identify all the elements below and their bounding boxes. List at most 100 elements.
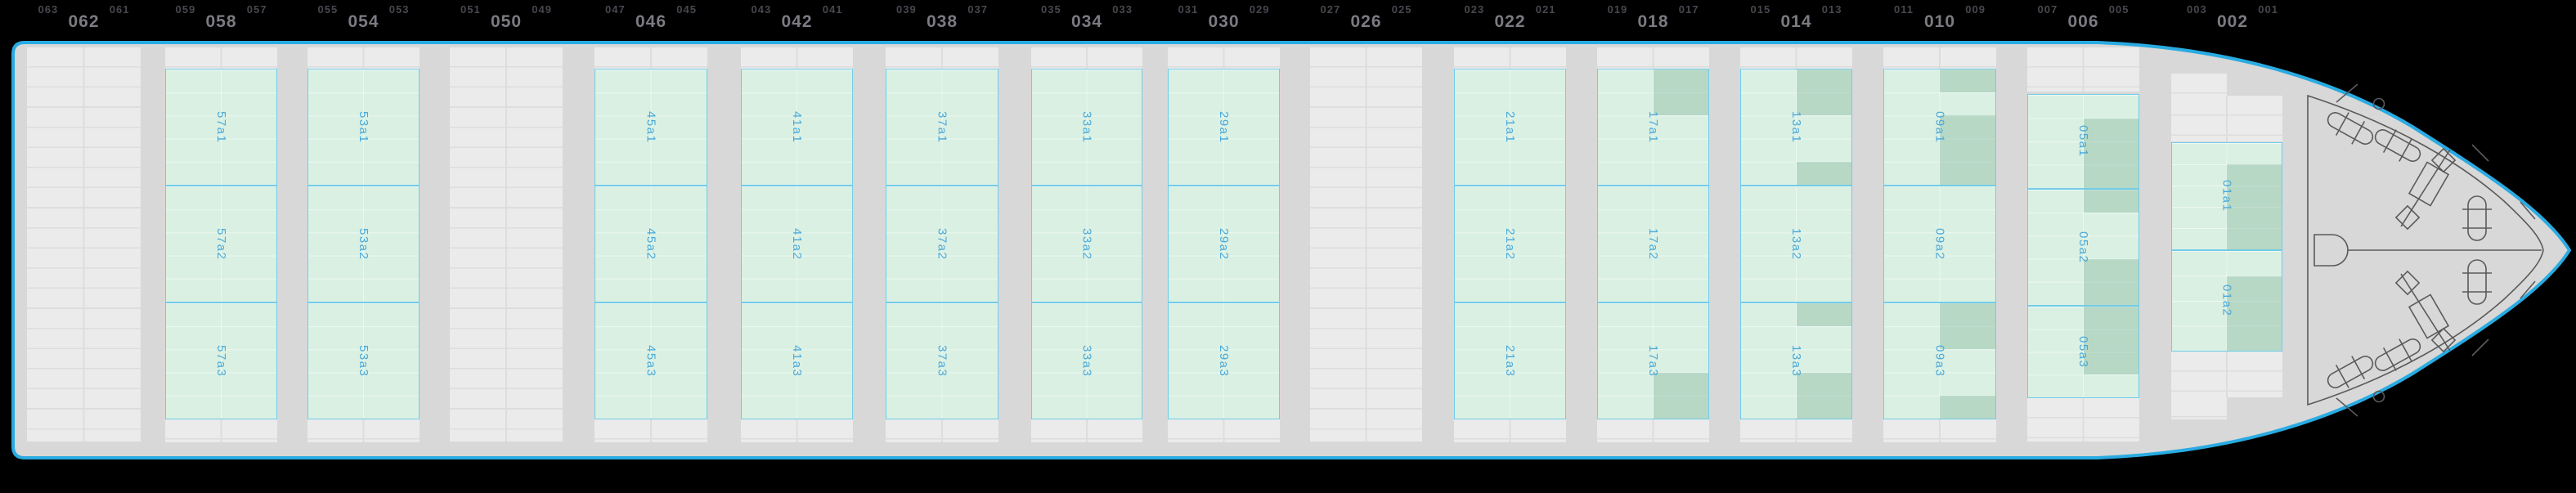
- hatch-block-21a2[interactable]: 21a2: [1454, 186, 1566, 303]
- hatch-block-09a2[interactable]: 09a2: [1883, 186, 1996, 303]
- deck-grid-cells: [1740, 419, 1852, 442]
- stowed-slot-patch: [1940, 303, 1995, 350]
- deck-grid-cells: [595, 419, 707, 442]
- deck-grid-cells: [307, 419, 420, 442]
- hatch-block-37a2[interactable]: 37a2: [886, 186, 999, 303]
- block-label: 53a3: [357, 344, 370, 378]
- block-label: 13a2: [1789, 227, 1803, 261]
- hatch-block-21a1[interactable]: 21a1: [1454, 69, 1566, 186]
- hatch-block-45a3[interactable]: 45a3: [595, 303, 707, 419]
- hatch-block-09a1[interactable]: 09a1: [1883, 69, 1996, 186]
- deck-grid-cells: [1168, 47, 1280, 69]
- anchor-windlass-icon: [2394, 147, 2457, 231]
- block-label: 41a3: [790, 344, 804, 378]
- hatch-block-57a3[interactable]: 57a3: [165, 303, 277, 419]
- hatch-block-57a2[interactable]: 57a2: [165, 186, 277, 303]
- deck-grid-cells: [2171, 352, 2282, 397]
- block-label: 29a2: [1217, 227, 1231, 261]
- hatch-block-05a2[interactable]: 05a2: [2027, 189, 2139, 306]
- block-label: 57a3: [214, 344, 228, 378]
- block-label: 09a3: [1932, 344, 1947, 378]
- deck-circle-icon: [2372, 390, 2385, 403]
- deck-grid-cells: [1883, 47, 1996, 69]
- hatch-block-17a3[interactable]: 17a3: [1597, 303, 1709, 419]
- hatch-block-17a1[interactable]: 17a1: [1597, 69, 1709, 186]
- hatch-block-01a2[interactable]: 01a2: [2171, 250, 2282, 352]
- hatch-block-13a2[interactable]: 13a2: [1740, 186, 1852, 303]
- hatch-block-53a1[interactable]: 53a1: [307, 69, 420, 186]
- hatch-block-05a1[interactable]: 05a1: [2027, 94, 2139, 189]
- hatch-block-05a3[interactable]: 05a3: [2027, 306, 2139, 398]
- block-label: 57a1: [214, 110, 228, 144]
- hatch-block-13a3[interactable]: 13a3: [1740, 303, 1852, 419]
- block-label: 37a2: [935, 227, 949, 261]
- hatch-block-37a1[interactable]: 37a1: [886, 69, 999, 186]
- block-label: 57a2: [214, 227, 228, 261]
- hatch-block-33a3[interactable]: 33a3: [1031, 303, 1142, 419]
- hatch-block-33a2[interactable]: 33a2: [1031, 186, 1142, 303]
- deck-grid-cells: [741, 47, 853, 69]
- block-label: 21a2: [1503, 227, 1517, 261]
- hatch-block-37a3[interactable]: 37a3: [886, 303, 999, 419]
- block-label: 41a1: [790, 110, 804, 144]
- hatch-block-13a1[interactable]: 13a1: [1740, 69, 1852, 186]
- hatch-block-01a1[interactable]: 01a1: [2171, 142, 2282, 250]
- hatch-block-45a1[interactable]: 45a1: [595, 69, 707, 186]
- forecastle-outline: [2307, 94, 2544, 406]
- deck-grid-cells: [165, 47, 277, 69]
- block-label: 01a2: [2219, 285, 2234, 317]
- hatch-block-29a2[interactable]: 29a2: [1168, 186, 1280, 303]
- stowed-slot-patch: [1796, 372, 1851, 419]
- hatch-block-41a1[interactable]: 41a1: [741, 69, 853, 186]
- deck-hatch-icon: [2313, 234, 2349, 267]
- hatch-block-53a2[interactable]: 53a2: [307, 186, 420, 303]
- stowed-slot-patch: [2083, 118, 2138, 188]
- deck-grid-cells: [2171, 96, 2282, 141]
- stowed-slot-patch: [1653, 372, 1708, 419]
- hatch-block-45a2[interactable]: 45a2: [595, 186, 707, 303]
- block-label: 09a2: [1932, 227, 1947, 261]
- stowed-slot-patch: [1796, 69, 1851, 116]
- block-label: 17a2: [1646, 227, 1660, 261]
- block-label: 29a1: [1217, 110, 1231, 144]
- stowed-slot-patch: [1796, 303, 1851, 327]
- hatch-block-21a3[interactable]: 21a3: [1454, 303, 1566, 419]
- block-label: 29a3: [1217, 344, 1231, 378]
- deck-grid-cells: [2027, 398, 2139, 441]
- block-label: 05a1: [2076, 125, 2090, 158]
- bow-deck-equipment: [2307, 83, 2544, 417]
- hatch-block-09a3[interactable]: 09a3: [1883, 303, 1996, 419]
- deck-grid-cells: [741, 419, 853, 442]
- deck-circle-icon: [2372, 97, 2385, 110]
- hatch-block-41a3[interactable]: 41a3: [741, 303, 853, 419]
- deck-grid-cells: [1310, 47, 1422, 441]
- block-label: 33a2: [1079, 227, 1094, 261]
- deck-grid-cells: [2171, 74, 2227, 96]
- block-label: 37a1: [935, 110, 949, 144]
- deck-grid-cells: [886, 419, 999, 442]
- hatch-block-29a1[interactable]: 29a1: [1168, 69, 1280, 186]
- block-label: 45a2: [644, 227, 658, 261]
- deck-grid-cells: [1740, 47, 1852, 69]
- hatch-block-57a1[interactable]: 57a1: [165, 69, 277, 186]
- stowed-slot-patch: [1940, 115, 1995, 185]
- hatch-block-33a1[interactable]: 33a1: [1031, 69, 1142, 186]
- block-label: 33a3: [1079, 344, 1094, 378]
- hatch-block-17a2[interactable]: 17a2: [1597, 186, 1709, 303]
- anchor-windlass-icon: [2394, 270, 2457, 353]
- deck-grid-cells: [1883, 419, 1996, 442]
- block-label: 33a1: [1079, 110, 1094, 144]
- stowed-slot-patch: [2083, 258, 2138, 305]
- block-label: 01a1: [2219, 180, 2234, 213]
- hatch-block-29a3[interactable]: 29a3: [1168, 303, 1280, 419]
- stowed-slot-patch: [1796, 161, 1851, 185]
- block-label: 17a1: [1646, 110, 1660, 144]
- hatch-block-41a2[interactable]: 41a2: [741, 186, 853, 303]
- deck-grid-cells: [595, 47, 707, 69]
- block-label: 13a3: [1789, 344, 1803, 378]
- deck-grid-cells: [450, 47, 563, 441]
- hatch-block-53a3[interactable]: 53a3: [307, 303, 420, 419]
- deck-grid-cells: [1597, 47, 1709, 69]
